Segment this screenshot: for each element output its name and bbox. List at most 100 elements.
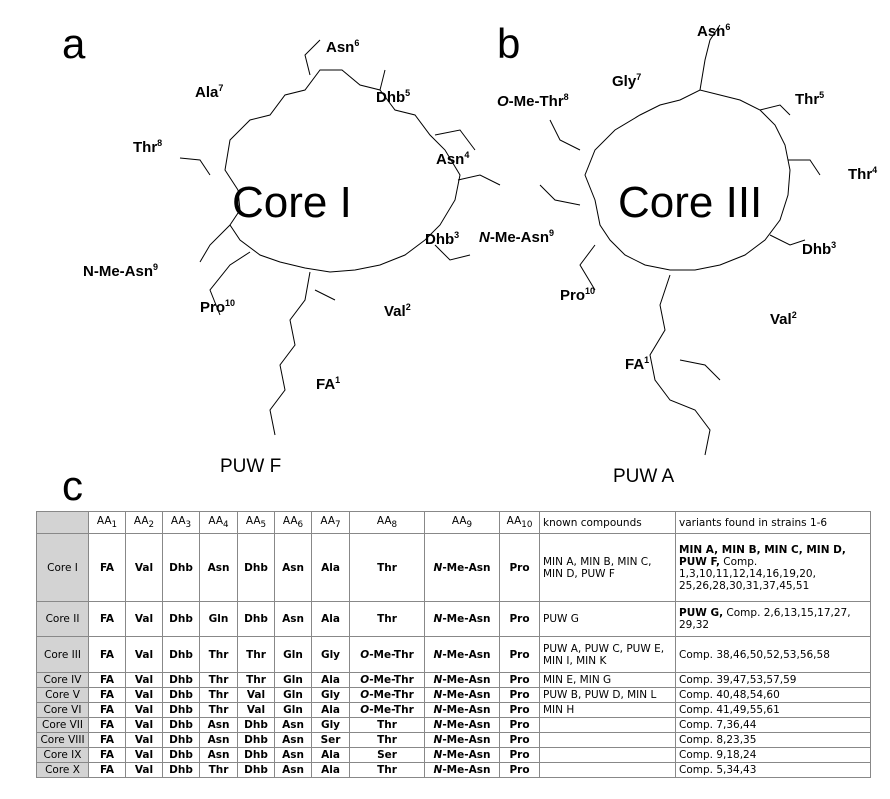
known-compounds-cell: MIN A, MIN B, MIN C, MIN D, PUW F — [539, 533, 676, 602]
residue-val2-b: Val2 — [770, 310, 797, 328]
aa-cell: Val — [125, 702, 163, 718]
aa-cell: Dhb — [237, 717, 275, 733]
variants-cell: PUW G, Comp. 2,6,13,15,17,27, 29,32 — [675, 601, 871, 637]
aa-cell: N-Me-Asn — [424, 747, 500, 763]
aa-cell: Asn — [274, 747, 312, 763]
aa-cell: FA — [88, 732, 126, 748]
aa-cell: Asn — [199, 717, 238, 733]
residue-pro10-a: Pro10 — [200, 298, 236, 316]
aa-cell: O-Me-Thr — [349, 636, 425, 673]
variants-text: Comp. 40,48,54,60 — [679, 689, 780, 701]
aa-cell: Pro — [499, 672, 540, 688]
known-compounds-cell: MIN E, MIN G — [539, 672, 676, 688]
residue-nmeasn9-a: N-Me-Asn9 — [83, 262, 159, 280]
residue-fa1-b: FA1 — [625, 355, 650, 373]
aa-cell: N-Me-Asn — [424, 636, 500, 673]
core-name-cell: Core VIII — [36, 732, 89, 748]
aa-cell: Asn — [199, 732, 238, 748]
aa-cell: Dhb — [162, 762, 200, 778]
variants-text: Comp. 1,3,10,11,12,14,16,19,20, 25,26,28… — [679, 555, 816, 592]
aa-cell: Thr — [349, 533, 425, 602]
aa-cell: Dhb — [162, 601, 200, 637]
core-name-cell: Core VI — [36, 702, 89, 718]
core-name-cell: Core III — [36, 636, 89, 673]
aa-cell: Asn — [274, 717, 312, 733]
variants-cell: Comp. 9,18,24 — [675, 747, 871, 763]
compound-name-a: PUW F — [220, 456, 282, 477]
variants-text: Comp. 8,23,35 — [679, 734, 757, 746]
aa-cell: Ala — [311, 762, 350, 778]
variants-text: Comp. 5,34,43 — [679, 764, 757, 776]
aa-cell: Thr — [199, 636, 238, 673]
known-compounds-cell: MIN H — [539, 702, 676, 718]
variants-text: Comp. 2,6,13,15,17,27, 29,32 — [679, 607, 851, 631]
aa-cell: Dhb — [162, 636, 200, 673]
aa-cell: FA — [88, 762, 126, 778]
aa-cell: Thr — [199, 672, 238, 688]
aa-cell: N-Me-Asn — [424, 732, 500, 748]
aa-cell: Dhb — [162, 672, 200, 688]
residue-asn4-a: Asn4 — [436, 150, 470, 168]
panel-letter-a: a — [62, 20, 86, 67]
core-label-b: Core III — [618, 178, 763, 227]
core-name-cell: Core IX — [36, 747, 89, 763]
aa-cell: Pro — [499, 747, 540, 763]
variants-cell: Comp. 40,48,54,60 — [675, 687, 871, 703]
aa-cell: N-Me-Asn — [424, 717, 500, 733]
residue-gly7-b: Gly7 — [612, 72, 642, 90]
core-name-cell: Core VII — [36, 717, 89, 733]
aa-cell: Dhb — [237, 747, 275, 763]
aa-cell: Pro — [499, 601, 540, 637]
header-variants: variants found in strains 1-6 — [675, 511, 871, 534]
aa-cell: Val — [237, 702, 275, 718]
aa-cell: Pro — [499, 636, 540, 673]
variants-cell: Comp. 5,34,43 — [675, 762, 871, 778]
aa-cell: Gly — [311, 717, 350, 733]
header-aa9: AA9 — [424, 511, 500, 534]
aa-cell: Gly — [311, 687, 350, 703]
aa-cell: FA — [88, 601, 126, 637]
known-compounds-cell: PUW B, PUW D, MIN L — [539, 687, 676, 703]
header-aa2: AA2 — [125, 511, 163, 534]
aa-cell: Asn — [274, 762, 312, 778]
core-name-cell: Core I — [36, 533, 89, 602]
residue-nmeasn9-b: N-Me-Asn9 — [479, 228, 555, 246]
aa-cell: Dhb — [237, 533, 275, 602]
variants-cell: Comp. 39,47,53,57,59 — [675, 672, 871, 688]
aa-cell: N-Me-Asn — [424, 702, 500, 718]
variants-cell: Comp. 8,23,35 — [675, 732, 871, 748]
aa-cell: Thr — [199, 762, 238, 778]
aa-cell: N-Me-Asn — [424, 672, 500, 688]
residue-pro10-b: Pro10 — [560, 286, 596, 304]
known-compounds-cell — [539, 762, 676, 778]
panel-letter-b: b — [497, 20, 521, 67]
aa-cell: N-Me-Asn — [424, 601, 500, 637]
aa-cell: FA — [88, 672, 126, 688]
aa-cell: Dhb — [237, 762, 275, 778]
aa-cell: Val — [125, 747, 163, 763]
aa-cell: Thr — [237, 672, 275, 688]
core-label-a: Core I — [232, 178, 352, 227]
residue-fa1-a: FA1 — [316, 375, 341, 393]
aa-cell: Pro — [499, 687, 540, 703]
variants-text: Comp. 39,47,53,57,59 — [679, 674, 797, 686]
aa-cell: Asn — [199, 533, 238, 602]
residue-dhb5-a: Dhb5 — [376, 88, 411, 106]
aa-cell: Asn — [274, 533, 312, 602]
aa-cell: Dhb — [162, 747, 200, 763]
aa-cell: Gly — [311, 636, 350, 673]
aa-cell: Val — [237, 687, 275, 703]
core-name-cell: Core II — [36, 601, 89, 637]
aa-cell: Ser — [349, 747, 425, 763]
residue-dhb3-b: Dhb3 — [802, 240, 837, 258]
aa-cell: Val — [125, 762, 163, 778]
aa-cell: Pro — [499, 762, 540, 778]
variants-text: Comp. 7,36,44 — [679, 719, 757, 731]
